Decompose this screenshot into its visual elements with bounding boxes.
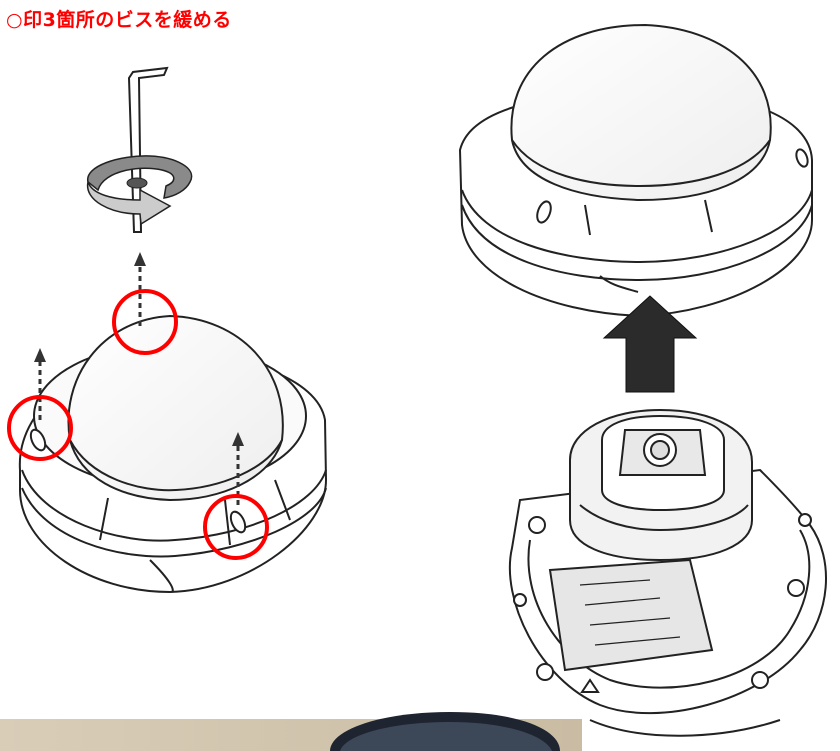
dome-cover-left (18, 314, 328, 594)
up-arrow-icon (602, 295, 698, 393)
dome-cover-right (458, 23, 813, 318)
instruction-title: ○印3箇所のビスを緩める (6, 9, 232, 31)
photo-strip (0, 712, 582, 751)
screw-marker-icon (7, 289, 269, 560)
rotation-arrow-icon (86, 155, 193, 226)
hex-key-icon (127, 66, 169, 233)
camera-base (508, 408, 827, 737)
arrow-heads (34, 252, 244, 446)
